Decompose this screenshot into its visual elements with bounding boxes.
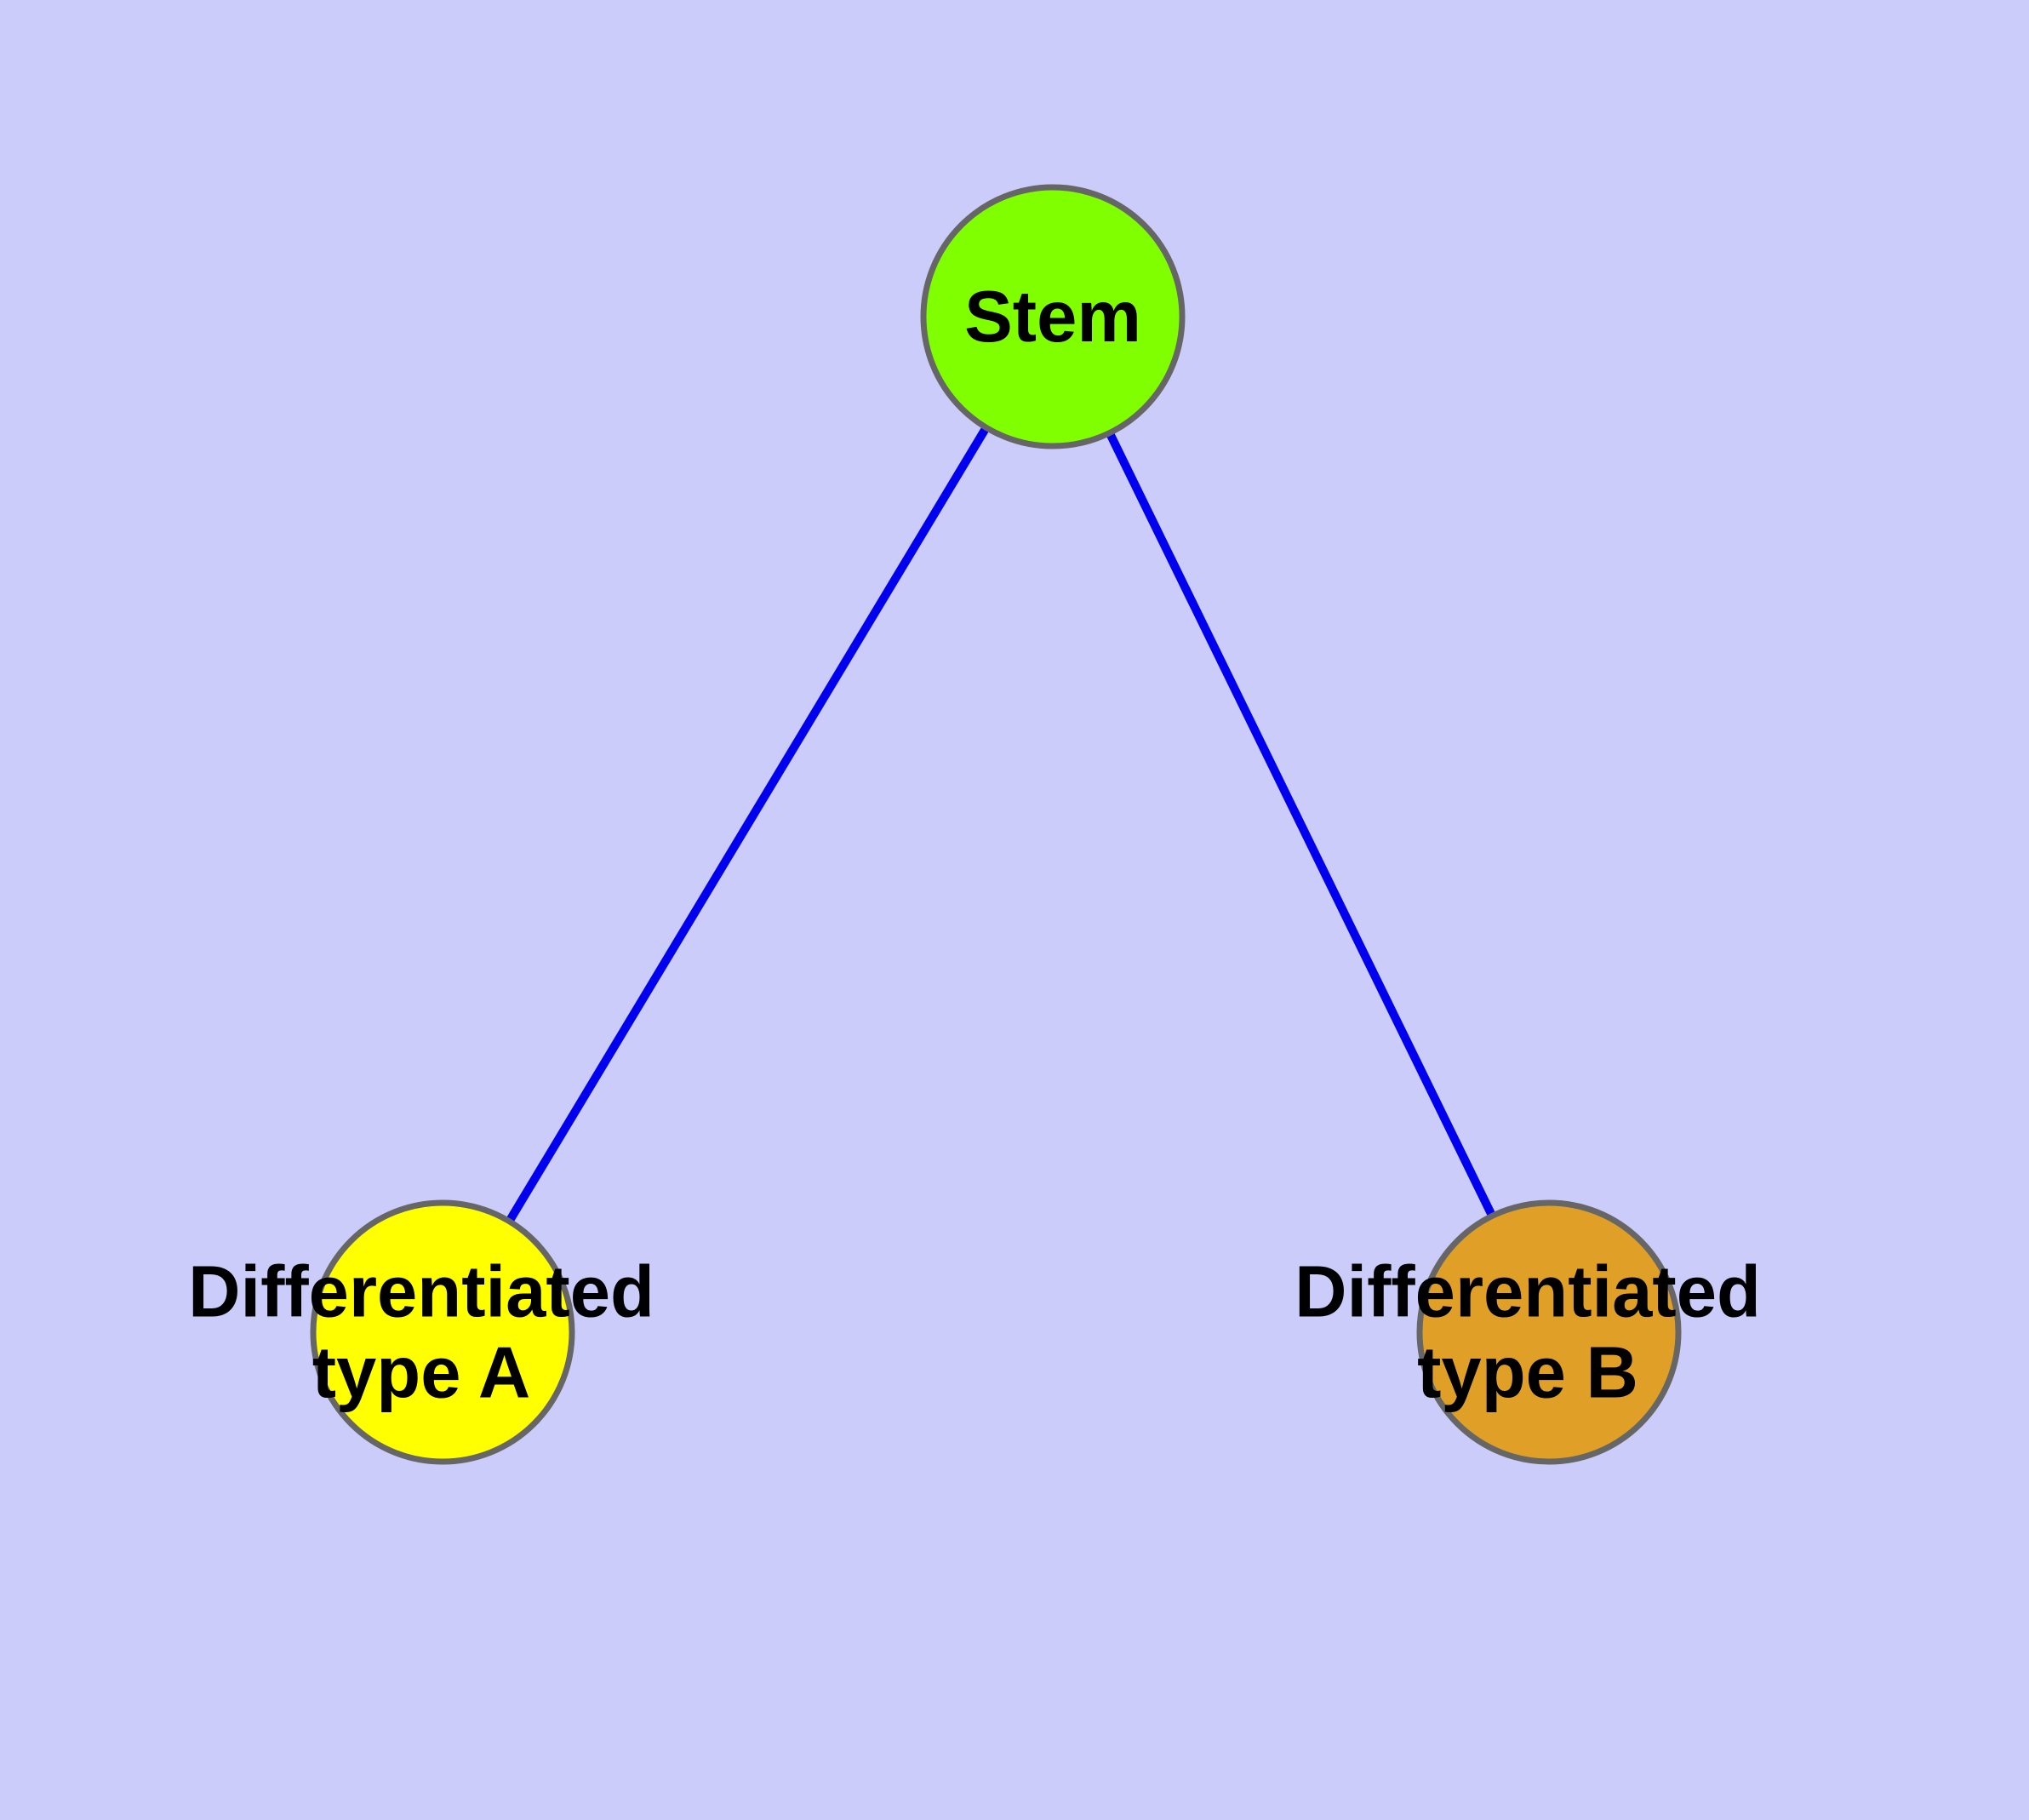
node-circle-diff_b[interactable]	[1416, 1199, 1682, 1465]
node-layer	[310, 184, 1682, 1465]
edge-layer	[438, 314, 1553, 1335]
edge-stem-to-a[interactable]	[438, 314, 1057, 1335]
edge-stem-to-b[interactable]	[1049, 314, 1553, 1335]
node-label-line: type B	[1417, 1333, 1638, 1414]
node-label-line: Stem	[964, 277, 1141, 358]
node-label-line: Differentiated	[188, 1251, 654, 1332]
node-circle-diff_a[interactable]	[310, 1199, 575, 1465]
node-label-line: Differentiated	[1295, 1251, 1761, 1332]
node-circle-stem[interactable]	[920, 184, 1186, 449]
node-label-stem: Stem	[964, 277, 1141, 358]
node-label-line: type A	[312, 1333, 531, 1414]
